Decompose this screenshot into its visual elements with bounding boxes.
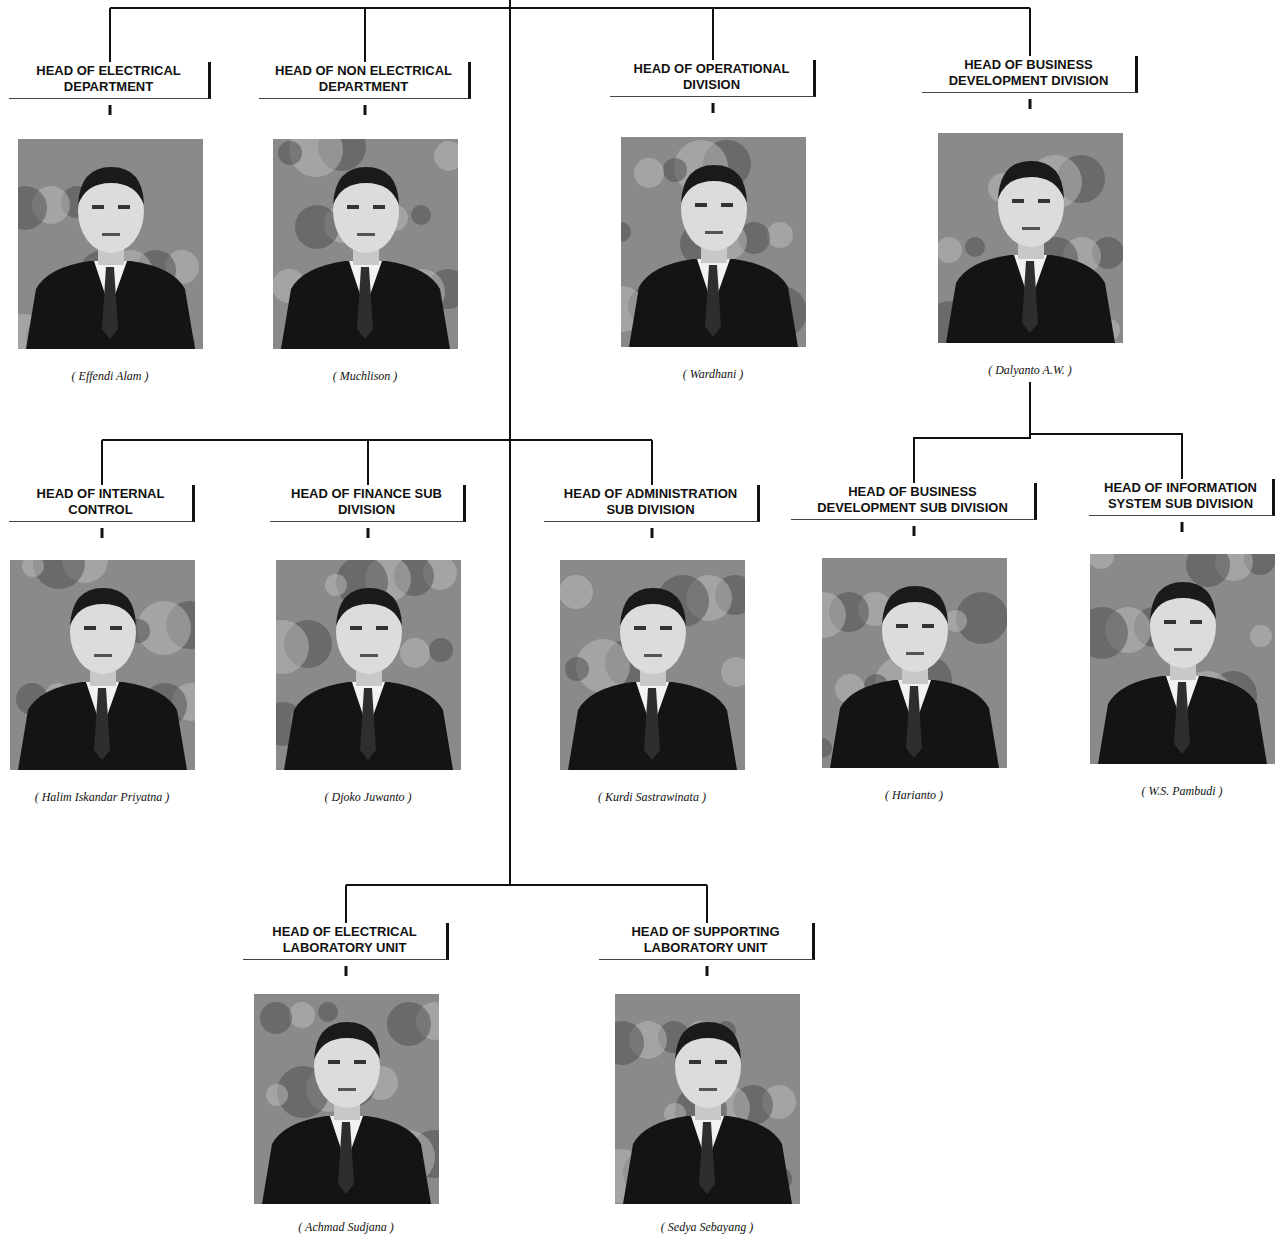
portrait-photo bbox=[18, 139, 203, 349]
portrait-photo bbox=[822, 558, 1007, 768]
drop-line bbox=[101, 440, 103, 485]
person-box: HEAD OF INTERNAL CONTROL ( Halim Iskandar… bbox=[7, 485, 197, 805]
position-title: HEAD OF OPERATIONAL DIVISION bbox=[610, 60, 816, 97]
person-name: ( W.S. Pambudi ) bbox=[1141, 784, 1222, 799]
drop-line bbox=[706, 885, 708, 923]
position-title: HEAD OF INTERNAL CONTROL bbox=[9, 485, 195, 522]
portrait-photo bbox=[1090, 554, 1275, 764]
trunk-line bbox=[509, 0, 511, 885]
tick-line bbox=[649, 522, 655, 560]
person-box: HEAD OF BUSINESS DEVELOPMENT SUB DIVISIO… bbox=[789, 483, 1039, 803]
person-name: ( Dalyanto A.W. ) bbox=[988, 363, 1072, 378]
drop-line bbox=[651, 440, 653, 485]
person-box: HEAD OF BUSINESS DEVELOPMENT DIVISION ( D… bbox=[920, 56, 1140, 378]
position-title: HEAD OF BUSINESS DEVELOPMENT DIVISION bbox=[922, 56, 1138, 93]
person-box: HEAD OF FINANCE SUB DIVISION ( Djoko Juwa… bbox=[268, 485, 468, 805]
position-title: HEAD OF ELECTRICAL LABORATORY UNIT bbox=[243, 923, 449, 960]
person-name: ( Kurdi Sastrawinata ) bbox=[598, 790, 706, 805]
drop-line bbox=[109, 8, 111, 62]
person-name: ( Effendi Alam ) bbox=[72, 369, 149, 384]
position-title: HEAD OF INFORMATION SYSTEM SUB DIVISION bbox=[1089, 479, 1275, 516]
reporting-line bbox=[914, 382, 1030, 483]
tick-line bbox=[911, 520, 917, 558]
person-name: ( Muchlison ) bbox=[333, 369, 398, 384]
portrait-photo bbox=[615, 994, 800, 1204]
tick-line bbox=[99, 522, 105, 560]
tick-line bbox=[365, 522, 371, 560]
portrait-photo bbox=[560, 560, 745, 770]
portrait-photo bbox=[938, 133, 1123, 343]
drop-line bbox=[367, 440, 369, 485]
tick-line bbox=[107, 99, 113, 139]
person-box: HEAD OF INFORMATION SYSTEM SUB DIVISION (… bbox=[1087, 479, 1277, 799]
position-title: HEAD OF ADMINISTRATION SUB DIVISION bbox=[544, 485, 760, 522]
person-name: ( Halim Iskandar Priyatna ) bbox=[35, 790, 170, 805]
tick-line bbox=[1179, 516, 1185, 554]
person-box: HEAD OF ELECTRICAL LABORATORY UNIT ( Achm… bbox=[241, 923, 451, 1235]
portrait-photo bbox=[273, 139, 458, 349]
reporting-line bbox=[1030, 382, 1182, 479]
tick-line bbox=[343, 960, 349, 994]
person-name: ( Harianto ) bbox=[885, 788, 943, 803]
bus-line bbox=[102, 439, 652, 441]
tick-line bbox=[710, 97, 716, 137]
position-title: HEAD OF ELECTRICAL DEPARTMENT bbox=[9, 62, 211, 99]
tick-line bbox=[704, 960, 710, 994]
portrait-photo bbox=[276, 560, 461, 770]
position-title: HEAD OF SUPPORTING LABORATORY UNIT bbox=[599, 923, 815, 960]
tick-line bbox=[362, 99, 368, 139]
position-title: HEAD OF FINANCE SUB DIVISION bbox=[270, 485, 466, 522]
person-name: ( Wardhani ) bbox=[683, 367, 743, 382]
position-title: HEAD OF NON ELECTRICAL DEPARTMENT bbox=[259, 62, 471, 99]
person-name: ( Djoko Juwanto ) bbox=[325, 790, 412, 805]
drop-line bbox=[1029, 8, 1031, 56]
drop-line bbox=[345, 885, 347, 923]
person-box: HEAD OF OPERATIONAL DIVISION ( Wardhani ) bbox=[608, 60, 818, 382]
drop-line bbox=[712, 8, 714, 60]
portrait-photo bbox=[254, 994, 439, 1204]
tick-line bbox=[1027, 93, 1033, 133]
position-title: HEAD OF BUSINESS DEVELOPMENT SUB DIVISIO… bbox=[791, 483, 1037, 520]
person-box: HEAD OF ADMINISTRATION SUB DIVISION ( Kur… bbox=[542, 485, 762, 805]
person-box: HEAD OF NON ELECTRICAL DEPARTMENT ( Muchl… bbox=[257, 62, 473, 384]
portrait-photo bbox=[621, 137, 806, 347]
person-box: HEAD OF ELECTRICAL DEPARTMENT ( Effendi A… bbox=[7, 62, 213, 384]
person-name: ( Achmad Sudjana ) bbox=[298, 1220, 393, 1235]
bus-line bbox=[346, 884, 707, 886]
drop-line bbox=[364, 8, 366, 62]
bus-line bbox=[110, 7, 1030, 9]
person-box: HEAD OF SUPPORTING LABORATORY UNIT ( Sedy… bbox=[597, 923, 817, 1235]
person-name: ( Sedya Sebayang ) bbox=[661, 1220, 753, 1235]
portrait-photo bbox=[10, 560, 195, 770]
